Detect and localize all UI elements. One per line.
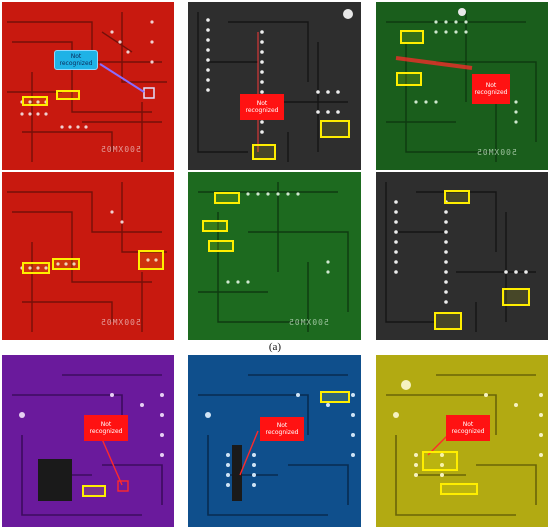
pcb-panel-red-1: Not recognized 500XM05 xyxy=(2,2,174,170)
not-recognized-callout: Not recognized xyxy=(472,74,510,104)
detection-box xyxy=(202,220,228,232)
pcb-board-red-2 xyxy=(2,172,174,340)
detection-box xyxy=(252,144,276,160)
silkscreen-label: 500XM05 xyxy=(100,318,141,327)
detection-box xyxy=(502,288,530,306)
detection-box xyxy=(208,240,234,252)
detection-box xyxy=(22,96,48,106)
pcb-board-black-2 xyxy=(376,172,548,340)
pcb-board-green-1 xyxy=(376,2,548,170)
detection-box xyxy=(320,391,350,403)
pcb-panel-black-1: Not recognized xyxy=(188,2,361,170)
detection-box xyxy=(52,258,80,270)
pcb-panel-green-2: 500XM05 xyxy=(188,172,361,340)
detection-box xyxy=(22,262,50,274)
pcb-panel-blue: Not recognized xyxy=(188,355,361,527)
silkscreen-label: 500XM05 xyxy=(476,148,517,157)
pcb-board-blue xyxy=(188,355,361,527)
pcb-panel-black-2 xyxy=(376,172,548,340)
detection-box xyxy=(396,72,422,86)
silkscreen-label: 500XM05 xyxy=(100,145,141,154)
detection-box xyxy=(440,483,478,495)
not-recognized-callout: Not recognized xyxy=(240,94,284,120)
detection-box xyxy=(138,250,164,270)
not-recognized-callout: Not recognized xyxy=(84,415,128,441)
pcb-board-black-1 xyxy=(188,2,361,170)
pcb-panel-green-1: Not recognized 500XM05 xyxy=(376,2,548,170)
detection-box xyxy=(422,451,458,471)
not-recognized-callout: Not recognized xyxy=(260,417,304,441)
pcb-panel-purple: Not recognized xyxy=(2,355,174,527)
pcb-board-yellow xyxy=(376,355,548,527)
detection-box xyxy=(444,190,470,204)
pcb-panel-yellow: Not recognized xyxy=(376,355,548,527)
detection-box xyxy=(214,192,240,204)
not-recognized-callout: Not recognized xyxy=(446,415,490,441)
not-recognized-callout: Not recognized xyxy=(54,50,98,70)
detection-box xyxy=(434,312,462,330)
detection-box xyxy=(56,90,80,100)
pcb-board-green-2 xyxy=(188,172,361,340)
pcb-panel-red-2: 500XM05 xyxy=(2,172,174,340)
figure-caption: (a) xyxy=(268,341,282,353)
detection-box xyxy=(400,30,424,44)
silkscreen-label: 500XM05 xyxy=(288,318,329,327)
detection-box xyxy=(82,485,106,497)
detection-box xyxy=(320,120,350,138)
pcb-board-purple xyxy=(2,355,174,527)
pcb-board-red-1 xyxy=(2,2,174,170)
